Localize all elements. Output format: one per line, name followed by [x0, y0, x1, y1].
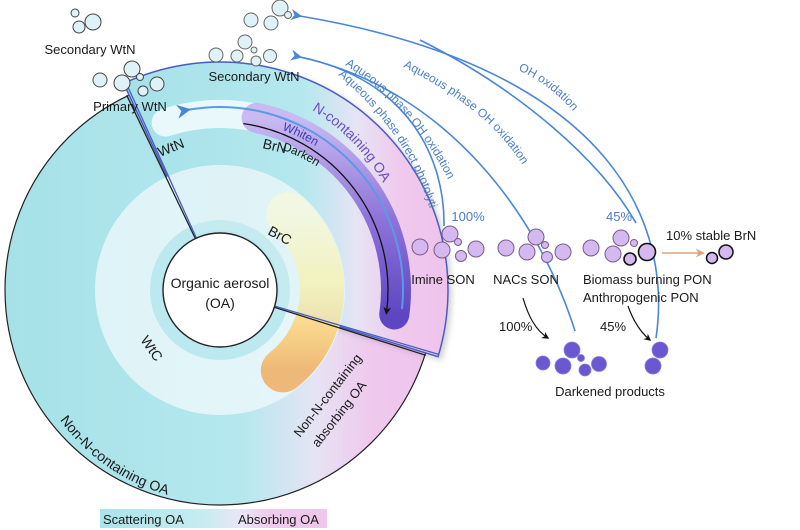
primary-wtn-label: Primary WtN [93, 99, 167, 114]
legend: Scattering OA Absorbing OA [100, 509, 327, 528]
nacs-darken-arrow [522, 297, 550, 339]
imine-whiten-percent: 100% [451, 209, 485, 224]
center-circle: Organic aerosol (OA) [162, 232, 278, 348]
brn-band [241, 102, 411, 330]
anthropogenic-pon-label: Anthropogenic PON [583, 290, 699, 305]
brc-band [260, 192, 344, 393]
pon-bubbles [582, 229, 657, 266]
oh-oxidation-arrow [290, 8, 660, 339]
n-sector-inner [167, 165, 345, 327]
pathway-arrows [290, 8, 660, 339]
secondary-wtn-top-bubbles [208, 0, 292, 67]
biomass-pon-label: Biomass burning PON [583, 272, 712, 287]
nacs-son-bubbles [497, 228, 572, 263]
pon-darken-percent: 45% [600, 319, 626, 334]
darken-arrow [243, 122, 392, 315]
sector-divider-top [126, 94, 196, 239]
aq-oh-oxidation-arrow-1 [299, 56, 445, 227]
sector-divider-top-blue [125, 82, 198, 239]
nacs-darken-percent: 100% [499, 319, 533, 334]
secondary-wtn-left-bubbles [70, 8, 102, 34]
sector-divider-bottom-blue [274, 305, 439, 355]
wtn-band [151, 100, 265, 137]
legend-absorbing: Absorbing OA [238, 512, 319, 527]
center-label-line2: (OA) [205, 295, 235, 311]
brn-label: BrN [261, 135, 288, 156]
imine-son-label: Imine SON [411, 272, 475, 287]
center-label-line1: Organic aerosol [171, 275, 270, 291]
darkened-products-label: Darkened products [555, 384, 665, 399]
aq-oh-to-pon-arrow [419, 39, 637, 224]
imine-son-bubbles [411, 225, 485, 262]
darkened-products-bubbles [535, 341, 669, 377]
pon-darken-arrow [627, 305, 652, 341]
legend-scattering: Scattering OA [103, 512, 184, 527]
stable-brn-bubbles [705, 244, 734, 265]
secondary-wtn-left-label: Secondary WtN [44, 42, 135, 57]
pon-whiten-percent: 45% [606, 209, 632, 224]
secondary-wtn-top-label: Secondary WtN [208, 69, 299, 84]
nacs-son-label: NACs SON [493, 272, 559, 287]
sector-divider-bottom [274, 306, 427, 356]
whiten-arrow [175, 104, 404, 310]
aq-oh-oxidation-arrow-2 [290, 49, 576, 332]
stable-brn-label: 10% stable BrN [666, 228, 756, 243]
primary-wtn-bubbles [92, 60, 165, 97]
